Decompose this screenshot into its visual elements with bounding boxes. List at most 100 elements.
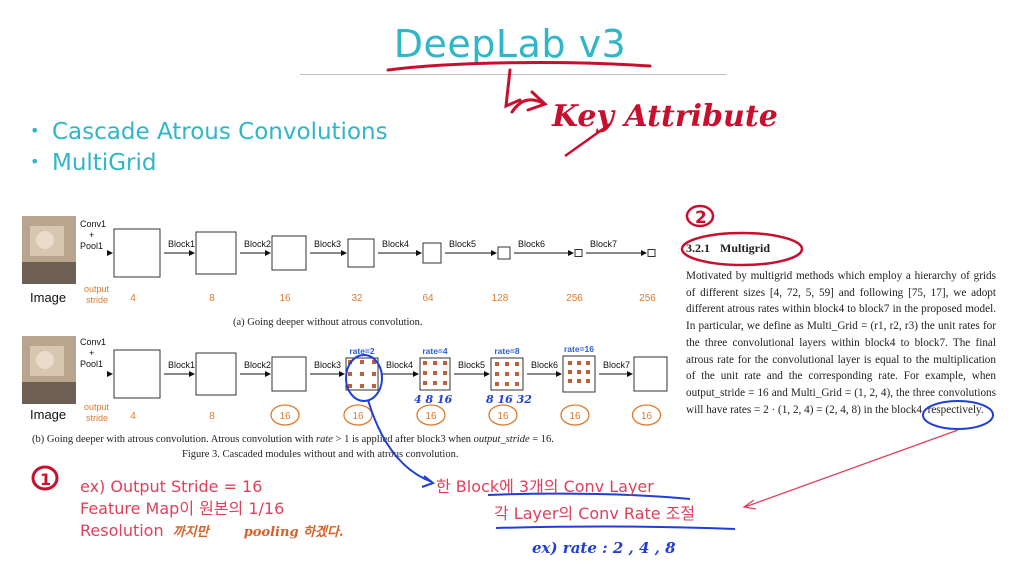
block-label: Block6: [518, 239, 545, 249]
rate-label: rate=8: [494, 346, 520, 356]
bullet-text: MultiGrid: [52, 150, 157, 176]
block-a-box: [113, 228, 161, 278]
atrous-dot: [568, 379, 572, 383]
atrous-dot: [515, 362, 519, 366]
block-b-box: [633, 356, 668, 392]
section-title: Multigrid: [720, 241, 770, 255]
rate-label: rate=4: [422, 346, 448, 356]
atrous-dot: [505, 362, 509, 366]
note-left: ex) Output Stride = 16 Feature Map이 원본의 …: [80, 476, 343, 544]
stride-value: 16: [497, 411, 509, 422]
note-left-line-1: ex) Output Stride = 16: [80, 477, 263, 496]
atrous-dot: [372, 384, 376, 388]
block-label: Block2: [244, 360, 271, 370]
arrow-head: [568, 250, 574, 256]
block-label: Block1: [168, 239, 195, 249]
bullet-dot: •: [30, 121, 40, 140]
atrous-dot: [423, 361, 427, 365]
stride-value: 256: [639, 293, 656, 304]
block-label: Block5: [458, 360, 485, 370]
stride-value: 128: [492, 293, 509, 304]
block-label: Block6: [531, 360, 558, 370]
atrous-dot: [443, 371, 447, 375]
caption-a: (a) Going deeper without atrous convolut…: [233, 317, 423, 328]
note-left-line-2: Feature Map이 원본의 1/16: [80, 499, 285, 518]
rate-label: rate=2: [349, 346, 375, 356]
block-b-box: [271, 356, 307, 392]
stride-circle: [631, 404, 662, 426]
atrous-dot: [577, 370, 581, 374]
atrous-dot: [423, 381, 427, 385]
atrous-dot: [423, 371, 427, 375]
arrow-head: [556, 371, 562, 377]
bullet-text: Cascade Atrous Convolutions: [52, 119, 388, 145]
bullet-dot: •: [30, 152, 40, 171]
arrow-head: [627, 371, 633, 377]
note-left-resolution: Resolution: [80, 521, 164, 540]
row-b: Conv1 + Pool1 Image output stride: [22, 336, 110, 423]
block-label: Block5: [449, 239, 476, 249]
stride-value: 8: [209, 293, 215, 304]
arrow-head: [339, 371, 345, 377]
block-a-box: [271, 235, 307, 271]
atrous-dot: [515, 382, 519, 386]
atrous-dot: [586, 361, 590, 365]
svg-text:Pool1: Pool1: [80, 359, 103, 369]
block-label: Block3: [314, 360, 341, 370]
image-label-b: Image: [30, 407, 66, 422]
block-label: Block7: [590, 239, 617, 249]
arrow-head: [484, 371, 490, 377]
image-label-a: Image: [30, 290, 66, 305]
svg-text:+: +: [89, 348, 94, 358]
stride-circle: [560, 404, 590, 426]
bullet-list: • Cascade Atrous Convolutions • MultiGrid: [30, 116, 388, 178]
block-b-box: [195, 352, 237, 396]
atrous-dot: [348, 360, 352, 364]
figure-dynamic-layer: 4Block18Block216Block332Block464Block512…: [107, 228, 668, 426]
atrous-dot: [360, 384, 364, 388]
bullet-item-cascade: • Cascade Atrous Convolutions: [30, 116, 388, 147]
atrous-dot: [372, 372, 376, 376]
stride-value: 32: [351, 293, 363, 304]
arrow-head: [265, 371, 271, 377]
atrous-dot: [443, 381, 447, 385]
stride-value: 256: [566, 293, 583, 304]
atrous-dot: [515, 372, 519, 376]
figure-caption: Figure 3. Cascaded modules without and w…: [182, 449, 458, 460]
atrous-dot: [568, 361, 572, 365]
svg-text:Pool1: Pool1: [80, 241, 103, 251]
svg-text:+: +: [89, 230, 94, 240]
svg-text:stride: stride: [86, 295, 108, 305]
block-label: Block1: [168, 360, 195, 370]
block-label: Block2: [244, 239, 271, 249]
atrous-dot: [360, 360, 364, 364]
stride-value: 16: [569, 411, 581, 422]
block-label: Block4: [382, 239, 409, 249]
block-b-box: [113, 349, 161, 399]
slide-title: DeepLab v3: [393, 22, 627, 66]
atrous-dot: [586, 370, 590, 374]
stride-value: 16: [352, 411, 364, 422]
arrow-head: [416, 250, 422, 256]
atrous-dot: [495, 372, 499, 376]
arrow-head: [189, 371, 195, 377]
block-label: Block3: [314, 239, 341, 249]
arrow-head: [107, 250, 113, 256]
atrous-dot: [495, 362, 499, 366]
stride-value: 64: [422, 293, 434, 304]
block-label: Block7: [603, 360, 630, 370]
stride-value: 16: [279, 411, 291, 422]
note-right-1: 한 Block에 3개의 Conv Layer: [436, 477, 654, 496]
stride-value: 16: [425, 411, 437, 422]
arrow-head: [641, 250, 647, 256]
atrous-dot: [568, 370, 572, 374]
svg-text:stride: stride: [86, 413, 108, 423]
block-a-box: [647, 249, 656, 257]
stride-circle: [488, 404, 518, 426]
note-left-line-3: Resolution 까지만 pooling 하겠다.: [80, 520, 343, 544]
section-paragraph: Motivated by multigrid methods which emp…: [686, 270, 996, 416]
arrow-head: [265, 250, 271, 256]
